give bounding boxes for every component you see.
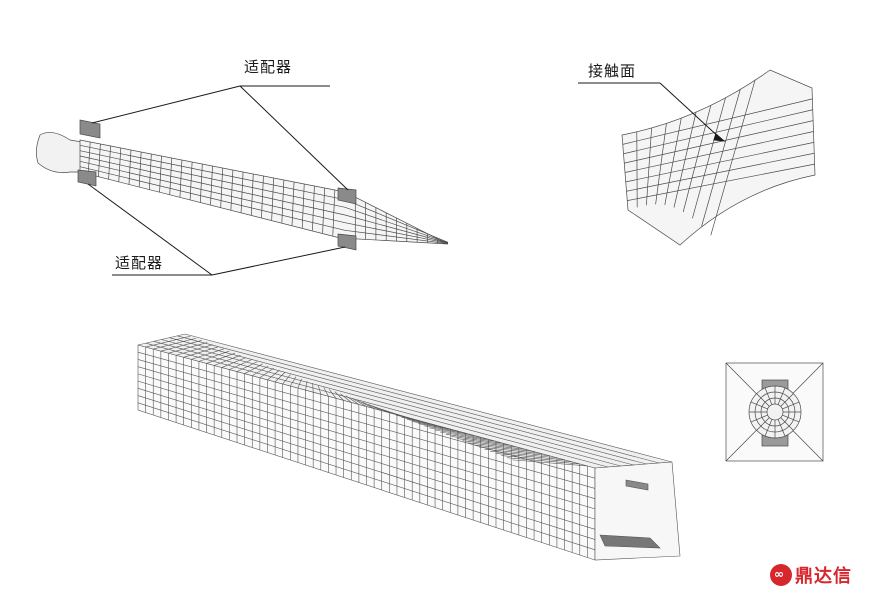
adapter-bottom-rear — [337, 233, 357, 251]
target-grid-lines — [137, 335, 660, 558]
adapter-label-top: 适配器 — [244, 58, 293, 76]
adapter-top-front — [79, 119, 101, 139]
contact-surface-label: 接触面 — [588, 62, 637, 80]
contact-grid-lines — [622, 79, 815, 236]
adapter-leader-lines — [87, 85, 349, 276]
brand-name: 鼎达信 — [795, 566, 852, 587]
cross-section-mesh — [725, 362, 824, 462]
projectile-tail — [36, 132, 85, 173]
adapter-label-bottom: 适配器 — [115, 254, 164, 272]
target-box-mesh — [137, 333, 681, 561]
contact-block-outline — [621, 69, 816, 246]
adapter-bottom-front — [77, 169, 97, 187]
section-radial-lines — [749, 386, 801, 438]
projectile-body — [79, 139, 449, 245]
contact-surface-mesh — [621, 69, 816, 246]
target-inner-feature — [625, 479, 649, 491]
projectile-mesh — [36, 119, 449, 251]
adapter-top-rear — [337, 187, 357, 205]
brand-logo-icon: ∞ — [770, 564, 792, 586]
brand-watermark: ∞ 鼎达信 — [770, 562, 852, 588]
projectile-ring-lines — [87, 141, 439, 244]
target-inner-feature — [599, 534, 661, 549]
contact-leader-line — [578, 82, 726, 142]
